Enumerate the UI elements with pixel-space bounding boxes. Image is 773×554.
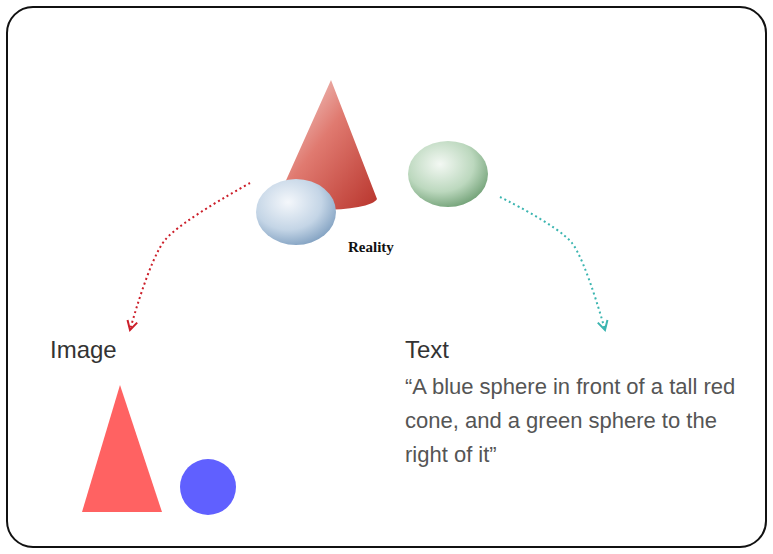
green-sphere-3d bbox=[408, 141, 488, 207]
heading-text: Image bbox=[50, 336, 117, 364]
reality-group: Reality bbox=[250, 75, 500, 263]
heading-text: Text bbox=[405, 336, 765, 364]
dotted-arrow bbox=[130, 183, 250, 330]
heading-text: Reality bbox=[348, 239, 394, 256]
dotted-arrow bbox=[500, 197, 605, 330]
blue-sphere-3d bbox=[256, 179, 336, 245]
description-text: “A blue sphere in front of a tall red co… bbox=[405, 370, 765, 472]
frame bbox=[7, 7, 766, 547]
flat-triangle bbox=[82, 385, 162, 512]
text-panel: Text “A blue sphere in front of a tall re… bbox=[405, 336, 765, 472]
image-heading: Image bbox=[50, 336, 117, 364]
flat-circle bbox=[180, 459, 236, 515]
